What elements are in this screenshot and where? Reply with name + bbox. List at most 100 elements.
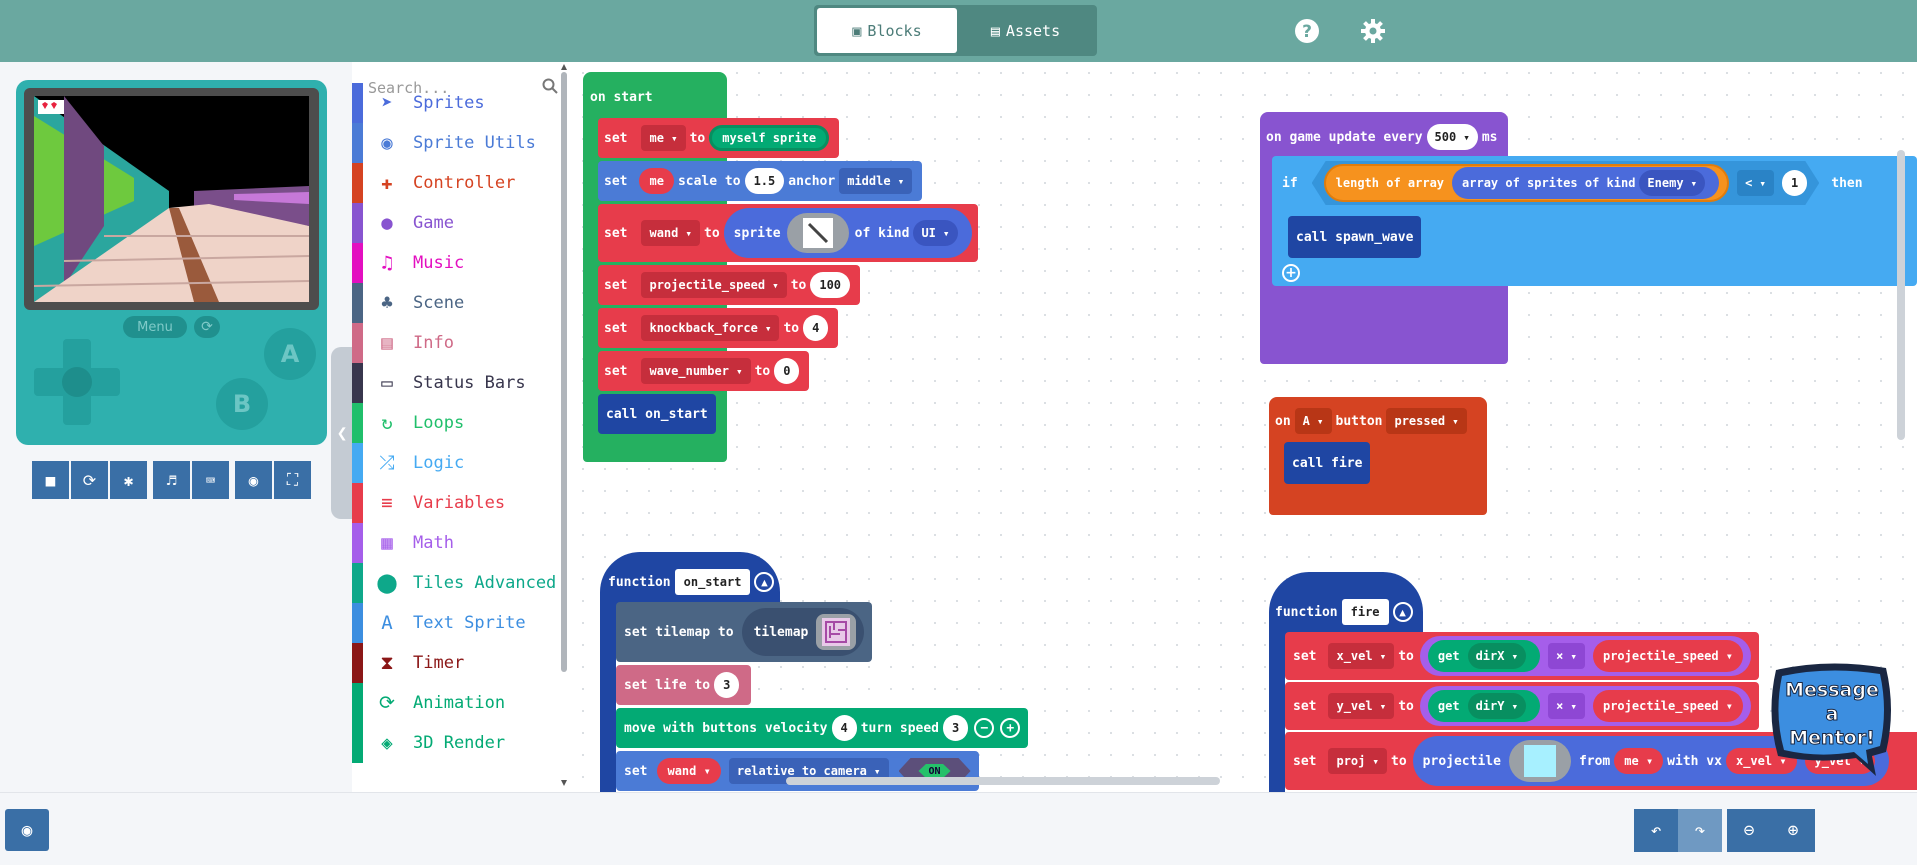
search-input[interactable]: Search... — [368, 74, 558, 102]
set-scale-block[interactable]: set me scale to 1.5 anchor middle — [598, 161, 923, 201]
category-scene[interactable]: ♣Scene — [352, 283, 557, 323]
call-on-start-block[interactable]: call on_start — [598, 394, 716, 434]
workspace-vertical-scrollbar[interactable] — [1897, 150, 1905, 440]
kind-dropdown[interactable]: UI — [913, 220, 958, 246]
category-status-bars[interactable]: ▭Status Bars — [352, 363, 557, 403]
button-dropdown[interactable]: A — [1294, 408, 1332, 434]
category-3d-render[interactable]: ◈3D Render — [352, 723, 557, 763]
collapse-simulator-button[interactable]: ❮ — [331, 347, 353, 519]
wand-var-pill[interactable]: wand ▾ — [657, 758, 721, 784]
var-dropdown[interactable]: y_vel — [1328, 693, 1395, 719]
interval-dropdown[interactable]: 500 — [1426, 124, 1478, 150]
value-input[interactable]: 3 — [714, 672, 740, 698]
var-dropdown[interactable]: dirX — [1467, 643, 1527, 669]
category-info[interactable]: ▤Info — [352, 323, 557, 363]
plus-icon[interactable]: + — [1000, 718, 1021, 738]
anchor-dropdown[interactable]: middle — [839, 168, 913, 194]
var-dropdown[interactable]: proj — [1328, 748, 1388, 774]
stop-icon[interactable]: ■ — [32, 461, 69, 499]
a-button[interactable]: A — [264, 328, 316, 380]
category-tiles-advanced[interactable]: ⬤Tiles Advanced — [352, 563, 557, 603]
function-name-input[interactable]: on_start — [674, 569, 751, 595]
set-wave-number-block[interactable]: set wave_number to 0 — [598, 351, 810, 391]
category-variables[interactable]: ≡Variables — [352, 483, 557, 523]
category-game[interactable]: ●Game — [352, 203, 557, 243]
gear-icon[interactable] — [1360, 18, 1386, 44]
value-input[interactable]: 1 — [1782, 170, 1807, 196]
category-sprites[interactable]: ➤Sprites — [352, 83, 557, 123]
myself-sprite-pill[interactable]: myself sprite — [709, 125, 830, 151]
sound-icon[interactable]: ♬ — [153, 461, 190, 499]
compare-dropdown[interactable]: < — [1737, 170, 1774, 196]
add-else-icon[interactable]: + — [1282, 264, 1300, 282]
message-mentor-button[interactable]: Message a Mentor! — [1768, 660, 1894, 780]
set-projectile-speed-block[interactable]: set projectile_speed to 100 — [598, 265, 861, 305]
event-dropdown[interactable]: pressed — [1386, 408, 1467, 434]
category-math[interactable]: ▦Math — [352, 523, 557, 563]
keyboard-icon[interactable]: ⌨ — [192, 461, 229, 499]
fullscreen-icon[interactable]: ⛶ — [274, 461, 311, 499]
category-loops[interactable]: ↻Loops — [352, 403, 557, 443]
value-input[interactable]: 3 — [943, 715, 969, 741]
call-fire-block[interactable]: call fire — [1284, 442, 1371, 484]
zoom-out-icon[interactable]: ⊖ — [1727, 809, 1771, 852]
screenshot-icon[interactable]: ◉ — [235, 461, 272, 499]
var-dropdown[interactable]: wand — [641, 220, 701, 246]
set-tilemap-block[interactable]: set tilemap to tilemap — [616, 602, 873, 662]
var-dropdown[interactable]: dirY — [1467, 693, 1527, 719]
category-controller[interactable]: ✚Controller — [352, 163, 557, 203]
category-sprite-utils[interactable]: ◉Sprite Utils — [352, 123, 557, 163]
dpad[interactable] — [30, 335, 124, 429]
var-dropdown[interactable]: wave_number — [641, 358, 751, 384]
tilemap-picker[interactable] — [816, 614, 857, 650]
menu-button[interactable]: Menu — [123, 316, 187, 338]
set-proj-block[interactable]: set proj to projectile from me ▾ with vx… — [1285, 732, 1917, 790]
category-timer[interactable]: ⧗Timer — [352, 643, 557, 683]
value-input[interactable]: 4 — [831, 715, 857, 741]
projectile-speed-var-pill[interactable]: projectile_speed ▾ — [1592, 640, 1744, 672]
projectile-speed-var-pill[interactable]: projectile_speed ▾ — [1592, 690, 1744, 722]
debug-icon[interactable]: ✱ — [110, 461, 147, 499]
value-input[interactable]: 0 — [774, 358, 800, 384]
var-dropdown[interactable]: knockback_force — [641, 315, 780, 341]
restart-icon[interactable]: ⟳ — [71, 461, 108, 499]
category-logic[interactable]: ⤮Logic — [352, 443, 557, 483]
operator-dropdown[interactable]: × — [1548, 693, 1585, 719]
toolbox-scrollbar[interactable] — [560, 62, 568, 792]
var-dropdown[interactable]: me — [641, 125, 686, 151]
kind-dropdown[interactable]: Enemy — [1639, 170, 1705, 196]
value-input[interactable]: 4 — [803, 315, 829, 341]
reset-icon[interactable]: ⟳ — [194, 316, 220, 338]
set-me-block[interactable]: set me to myself sprite — [598, 118, 840, 158]
zoom-in-icon[interactable]: ⊕ — [1771, 809, 1815, 852]
var-dropdown[interactable]: x_vel — [1328, 643, 1395, 669]
workspace-horizontal-scrollbar[interactable] — [786, 777, 1220, 785]
category-music[interactable]: ♫Music — [352, 243, 557, 283]
category-animation[interactable]: ⟳Animation — [352, 683, 557, 723]
blocks-workspace[interactable]: on start set me to myself sprite set me … — [572, 62, 1917, 792]
set-relative-camera-block[interactable]: set wand ▾ relative to camera ON — [616, 751, 979, 791]
function-name-input[interactable]: fire — [1341, 599, 1389, 625]
tab-blocks[interactable]: ▣ Blocks — [817, 8, 957, 53]
scale-value[interactable]: 1.5 — [744, 168, 785, 194]
github-icon[interactable]: ◉ — [5, 809, 49, 851]
move-with-buttons-block[interactable]: move with buttons velocity 4 turn speed … — [616, 708, 1029, 748]
game-view[interactable] — [34, 96, 309, 302]
collapse-icon[interactable]: ▲ — [754, 572, 775, 592]
me-var-pill[interactable]: me — [639, 168, 674, 194]
var-dropdown[interactable]: projectile_speed — [641, 272, 787, 298]
projectile-image-picker[interactable] — [1508, 740, 1571, 782]
help-icon[interactable]: ? — [1294, 18, 1320, 44]
set-life-block[interactable]: set life to 3 — [616, 665, 752, 705]
collapse-icon[interactable]: ▲ — [1392, 602, 1413, 622]
sprite-image-picker[interactable] — [786, 213, 849, 253]
minus-icon[interactable]: − — [974, 718, 995, 738]
b-button[interactable]: B — [216, 378, 268, 430]
call-spawn-wave-block[interactable]: call spawn_wave — [1288, 216, 1422, 258]
value-input[interactable]: 100 — [810, 272, 851, 298]
tab-assets[interactable]: ▤ Assets — [990, 21, 1061, 40]
set-knockback-block[interactable]: set knockback_force to 4 — [598, 308, 839, 348]
